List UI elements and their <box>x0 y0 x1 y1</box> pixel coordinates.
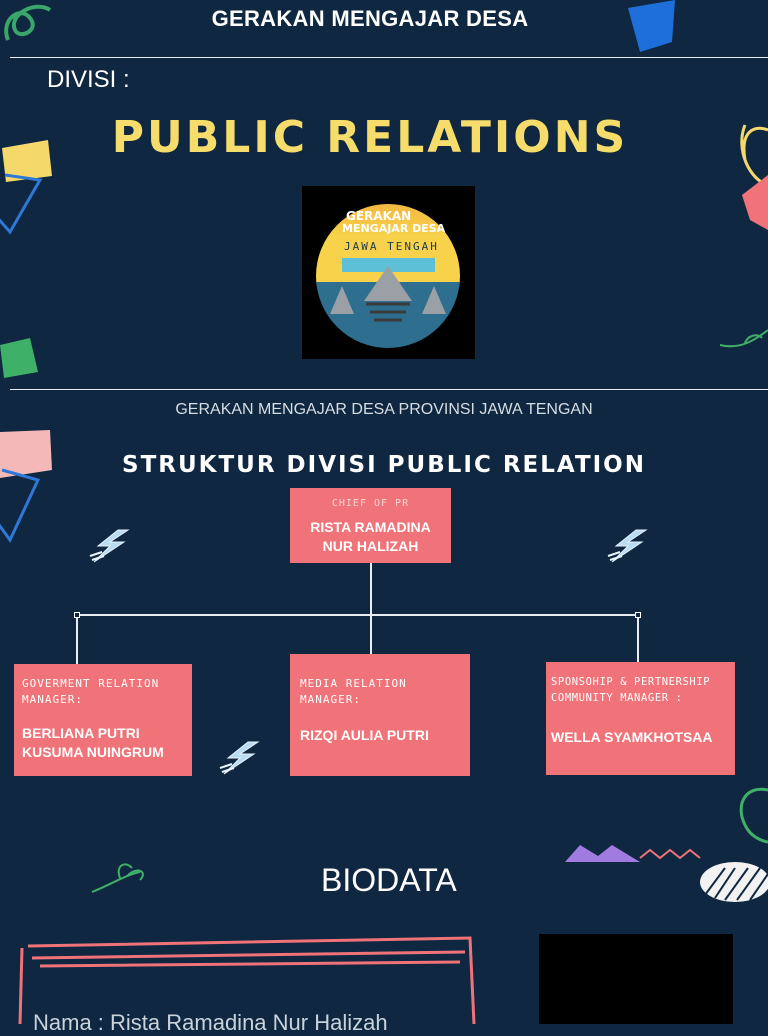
logo-text-line1: GERAKAN <box>346 209 411 223</box>
chief-name-line2: NUR HALIZAH <box>322 538 419 554</box>
division-name: PUBLIC RELATIONS <box>111 112 629 163</box>
sponsorship-role-line2: COMMUNITY MANAGER : <box>551 692 683 704</box>
yellow-outline-shape <box>740 124 768 187</box>
green-tile-shape <box>0 338 38 378</box>
structure-title: STRUKTUR DIVISI PUBLIC RELATION <box>122 452 646 478</box>
media-name: RIZQI AULIA PUTRI <box>300 727 429 743</box>
lightning-icon <box>219 741 260 775</box>
media-role-line1: MEDIA RELATION <box>300 677 407 690</box>
sponsorship-name: WELLA SYAMKHOTSAA <box>551 729 713 745</box>
logo-text-line2: MENGAJAR DESA <box>342 222 446 235</box>
lightning-icon <box>607 529 648 563</box>
government-name-line1: BERLIANA PUTRI <box>22 725 140 741</box>
pink-tile-shape <box>742 175 768 230</box>
biodata-title: BIODATA <box>321 862 457 898</box>
government-role-line1: GOVERMENT RELATION <box>22 677 160 690</box>
header-title: GERAKAN MENGAJAR DESA <box>211 6 529 31</box>
biodata-frame-shape <box>18 936 476 1024</box>
divisi-label: DIVISI : <box>47 66 130 93</box>
yellow-tile-shape <box>2 140 52 182</box>
green-sprig-shape <box>91 863 144 893</box>
logo-graphic: GERAKAN MENGAJAR DESA JAWA TENGAH <box>316 204 460 348</box>
connector-horizontal <box>78 614 638 616</box>
media-role-line2: MANAGER: <box>300 693 361 706</box>
pink-tile-shape <box>0 430 52 478</box>
chief-box: CHIEF OF PR RISTA RAMADINA NUR HALIZAH <box>290 488 451 563</box>
connector-node <box>74 612 80 618</box>
top-divider <box>10 57 768 58</box>
pink-zigzag-shape <box>639 848 701 860</box>
media-relation-box: MEDIA RELATION MANAGER: RIZQI AULIA PUTR… <box>290 654 470 776</box>
government-role-line2: MANAGER: <box>22 693 83 706</box>
striped-cloud-shape <box>700 862 768 902</box>
purple-mountain-shape <box>565 845 640 862</box>
government-relation-box: GOVERMENT RELATION MANAGER: BERLIANA PUT… <box>14 664 192 776</box>
logo-region-text: JAWA TENGAH <box>344 240 439 253</box>
organization-logo: GERAKAN MENGAJAR DESA JAWA TENGAH <box>302 186 475 359</box>
green-squiggle-shape <box>4 4 52 41</box>
chief-role: CHIEF OF PR <box>331 498 410 509</box>
green-sprig-shape <box>719 329 768 348</box>
middle-divider <box>10 389 768 390</box>
lightning-icon <box>89 529 130 563</box>
chief-name-line1: RISTA RAMADINA <box>310 519 431 535</box>
sponsorship-role-line1: SPONSOHIP & PERTNERSHIP <box>551 676 711 688</box>
blue-tile-shape <box>628 0 675 52</box>
connector-left-drop <box>76 615 78 664</box>
government-name-line2: KUSUMA NUINGRUM <box>22 744 164 760</box>
green-squiggle-shape <box>739 787 768 844</box>
sponsorship-box: SPONSOHIP & PERTNERSHIP COMMUNITY MANAGE… <box>546 662 735 775</box>
photo-placeholder <box>539 934 733 1024</box>
organization-subtitle: GERAKAN MENGAJAR DESA PROVINSI JAWA TENG… <box>175 401 593 418</box>
connector-node <box>635 612 641 618</box>
blue-outline-shape <box>0 173 43 235</box>
biodata-name-row: Nama : Rista Ramadina Nur Halizah <box>33 1010 388 1035</box>
connector-right-drop <box>637 615 639 662</box>
connector-vertical <box>370 563 372 656</box>
blue-outline-shape <box>0 468 41 543</box>
